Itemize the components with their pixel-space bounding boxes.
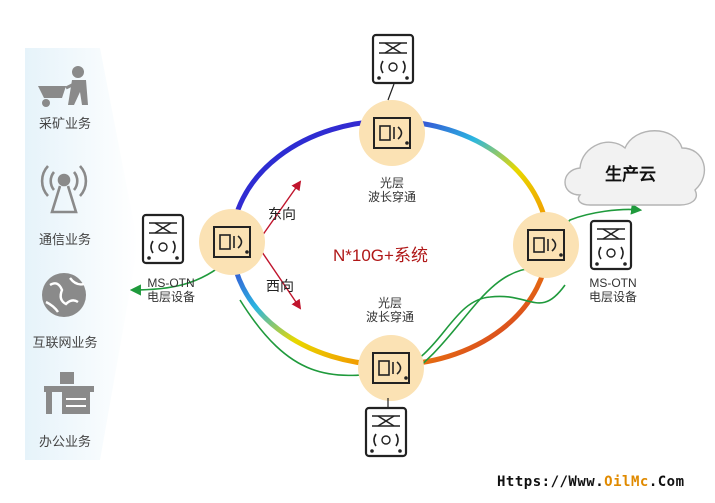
oadm-board-icon: [372, 352, 410, 384]
node-west: [199, 209, 265, 275]
node-north: [359, 100, 425, 166]
service-label-office: 办公业务: [38, 434, 91, 449]
south-node-label: 光层 波长穿通: [365, 296, 414, 324]
oadm-board-icon: [373, 117, 411, 149]
east-direction-label: 东向: [268, 206, 296, 222]
cloud-label: 生产云: [605, 165, 656, 184]
cross-connect-device-icon: [371, 33, 415, 85]
footer-url-prefix: Https://Www.: [497, 474, 605, 490]
east-direction-arrow: [261, 180, 302, 237]
node-east: [513, 212, 579, 278]
system-title: N*10G+系统: [333, 246, 428, 265]
west-device-label: MS-OTN 电层设备: [146, 276, 195, 304]
office-desk-icon: [44, 372, 94, 414]
service-fan-background: [25, 48, 138, 460]
node-south: [358, 335, 424, 401]
west-direction-arrow: [261, 251, 302, 310]
signal-tower-icon: [40, 165, 88, 214]
production-cloud: [564, 130, 705, 206]
cross-connect-device-icon: [141, 213, 185, 265]
cross-connect-device-icon: [364, 406, 408, 458]
oadm-board-icon: [213, 226, 251, 258]
footer-url: Https://Www.OilMc.Com: [497, 474, 685, 490]
cross-connect-device-icon: [589, 219, 633, 271]
green-path-south: [239, 284, 566, 377]
service-label-internet: 互联网业务: [32, 335, 98, 350]
service-label-mining: 采矿业务: [38, 116, 91, 131]
west-direction-label: 西向: [266, 278, 294, 294]
footer-url-accent: OilMc: [604, 474, 649, 490]
north-node-label: 光层 波长穿通: [367, 176, 416, 204]
footer-url-suffix: .Com: [648, 474, 685, 490]
oadm-board-icon: [527, 229, 565, 261]
service-label-communication: 通信业务: [38, 232, 91, 247]
globe-icon: [42, 273, 86, 317]
east-device-label: MS-OTN 电层设备: [588, 276, 637, 304]
mining-worker-icon: [38, 66, 88, 107]
